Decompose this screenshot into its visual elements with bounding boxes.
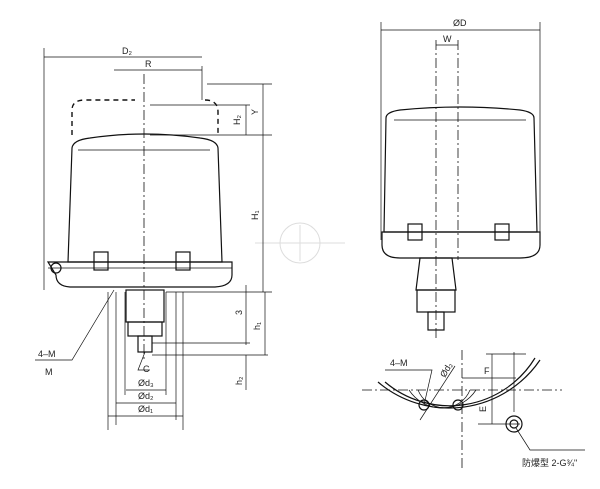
bottom-view: Ød₂ 4–M F E 防爆型 2-G¾" (362, 350, 585, 470)
watermark (255, 222, 345, 264)
dim-d2: D₂ (122, 46, 132, 56)
dim-r: R (145, 59, 152, 69)
dim-w: W (443, 34, 452, 44)
dim-od2: Ød₂ (138, 391, 154, 401)
dim-od1: Ød₁ (138, 404, 153, 414)
label-c: C (143, 364, 150, 374)
label-4m-bottom: 4–M (390, 358, 408, 368)
dim-h2-upper: H₂ (232, 115, 242, 125)
label-4m: 4–M (38, 349, 56, 359)
dim-od-bottom: Ød₂ (438, 360, 455, 379)
front-view: D₂ R Ød₃ Ød₂ Ød₁ C 4–M M (35, 46, 272, 430)
dim-h2: h₂ (234, 376, 244, 385)
dim-h1-upper: H₁ (250, 210, 260, 220)
dim-f: F (484, 366, 490, 376)
dim-od3: Ød₃ (138, 378, 154, 388)
dim-od: ØD (453, 18, 467, 28)
dim-3: 3 (234, 310, 244, 315)
dim-e: E (478, 406, 488, 412)
label-m: M (45, 367, 53, 377)
side-view: ØD W (380, 18, 541, 340)
dim-y: Y (250, 109, 260, 115)
label-port: 防爆型 2-G¾" (522, 457, 577, 468)
dim-h1: h₁ (252, 322, 262, 330)
